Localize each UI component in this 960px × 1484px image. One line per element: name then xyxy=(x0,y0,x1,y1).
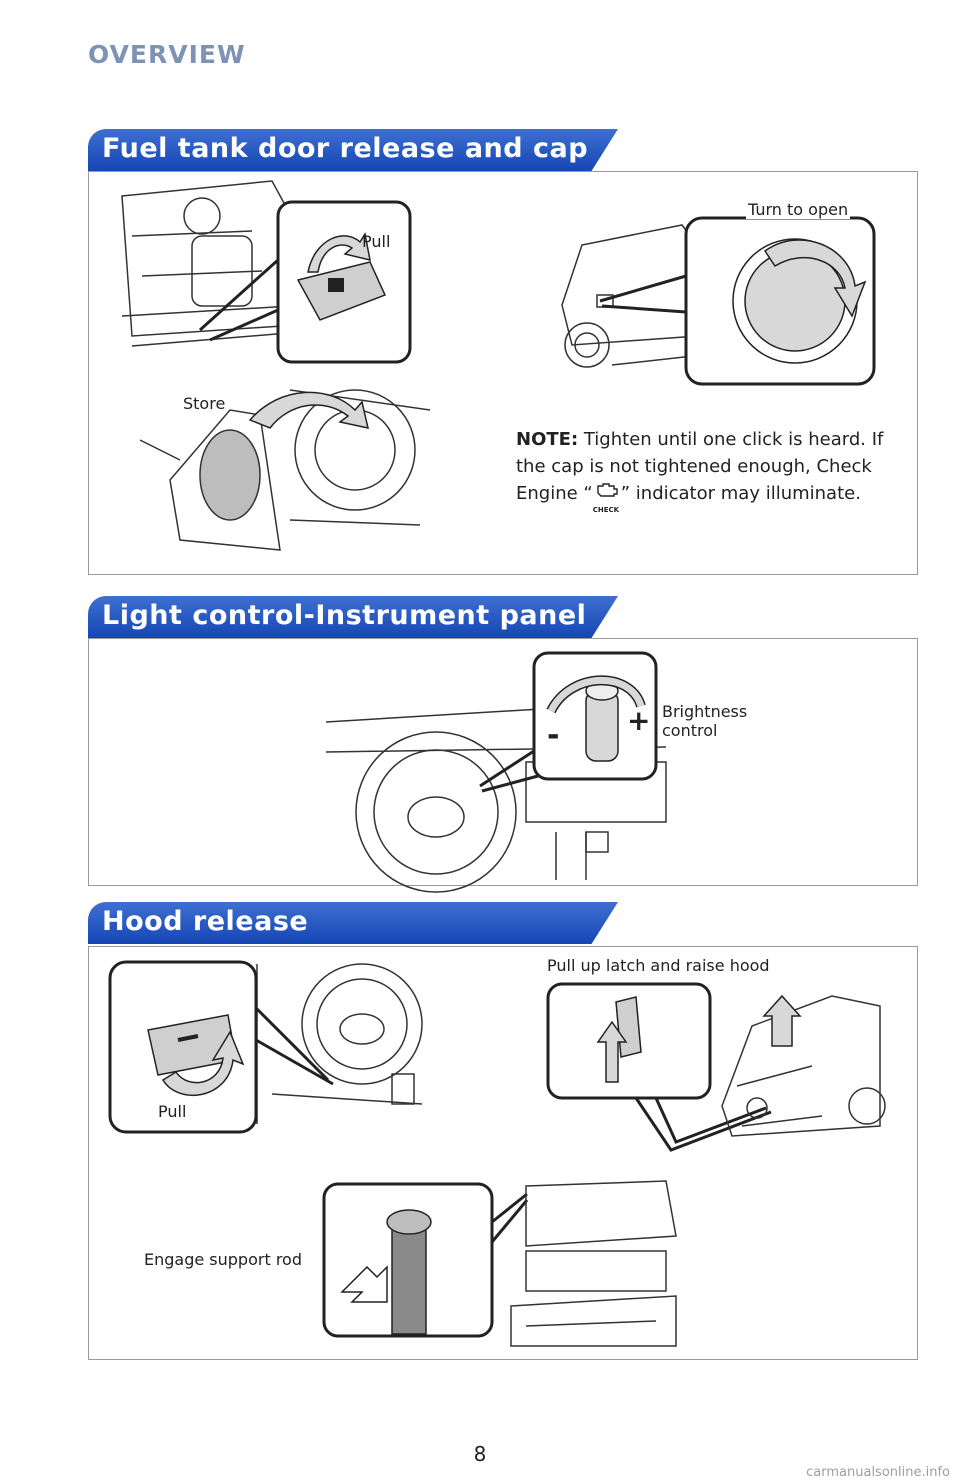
note-label: NOTE: xyxy=(516,429,579,450)
note-text-2: ” indicator may illuminate. xyxy=(620,483,861,504)
plus-label: + xyxy=(627,704,651,737)
fuel-pull-callout xyxy=(198,200,412,364)
brightness-label-line1: Brightness xyxy=(662,702,748,721)
turn-to-open-label: Turn to open xyxy=(746,200,851,219)
section-title-hood: Hood release xyxy=(102,906,309,937)
support-rod-callout xyxy=(322,1182,529,1338)
section-tab-fuel: Fuel tank door release and cap xyxy=(88,129,618,171)
light-section-box xyxy=(88,638,918,886)
page-title: OVERVIEW xyxy=(88,40,246,69)
hood-pull-callout xyxy=(108,960,334,1134)
section-tab-light: Light control-Instrument panel xyxy=(88,596,618,638)
brightness-label-line2: control xyxy=(662,721,718,740)
minus-label: - xyxy=(547,718,560,753)
section-tab-hood: Hood release xyxy=(88,902,618,944)
brightness-dial-callout xyxy=(479,651,658,793)
check-icon-text: CHECK xyxy=(592,506,620,514)
car-front-hood-illustration xyxy=(721,994,886,1137)
fuel-cap-store-illustration xyxy=(139,389,431,551)
pull-up-latch-label: Pull up latch and raise hood xyxy=(547,956,770,975)
latch-callout xyxy=(546,982,772,1152)
brightness-control-label: Brightness control xyxy=(662,702,747,740)
check-engine-icon: CHECK xyxy=(593,482,621,514)
engine-bay-illustration xyxy=(510,1180,677,1347)
store-label: Store xyxy=(183,394,226,413)
hood-pull-label: Pull xyxy=(158,1102,187,1121)
turn-to-open-callout xyxy=(599,216,876,386)
fuel-pull-label: Pull xyxy=(362,232,391,251)
section-title-fuel: Fuel tank door release and cap xyxy=(102,133,589,164)
fuel-note: NOTE: Tighten until one click is heard. … xyxy=(516,426,906,514)
page-number: 8 xyxy=(473,1442,487,1466)
engage-support-rod-label: Engage support rod xyxy=(144,1250,302,1269)
section-title-light: Light control-Instrument panel xyxy=(102,600,587,631)
footer-watermark: carmanualsonline.info xyxy=(806,1465,950,1480)
note-text-1: Tighten until one click is heard. If the… xyxy=(516,429,884,504)
